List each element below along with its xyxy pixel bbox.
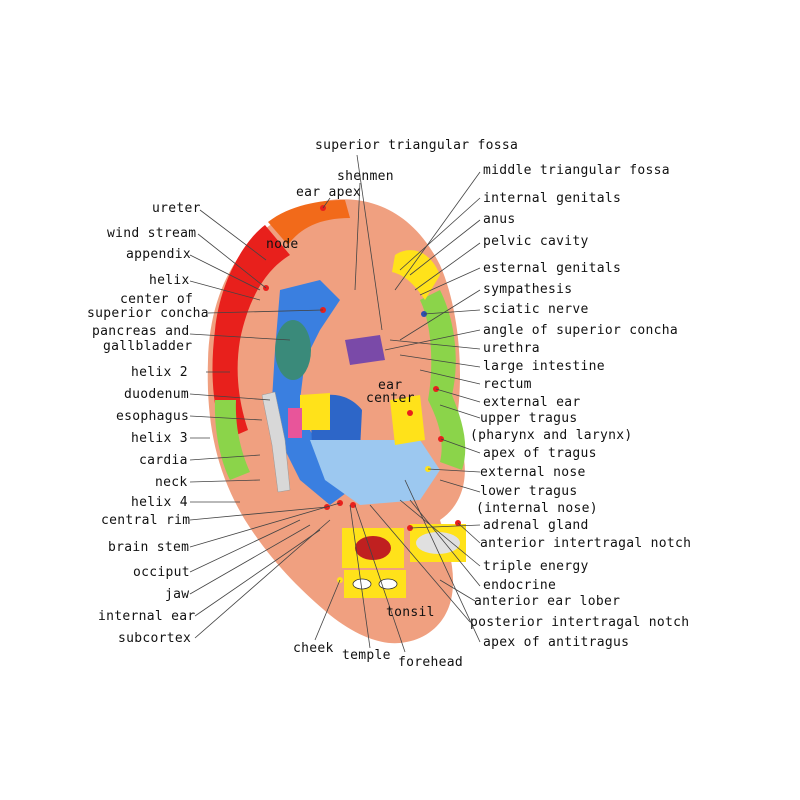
eye-left bbox=[353, 579, 371, 589]
label-duodenum: duodenum bbox=[124, 387, 189, 402]
label-shenmen: shenmen bbox=[337, 169, 394, 184]
label-external-ear: external ear bbox=[483, 395, 581, 410]
label-cardia: cardia bbox=[139, 453, 188, 468]
label-lower-tragus-2: (internal nose) bbox=[476, 501, 598, 516]
label-ear-center-2: center bbox=[366, 391, 415, 406]
label-anterior-intertragal-notch: anterior intertragal notch bbox=[480, 536, 691, 551]
label-rectum: rectum bbox=[483, 377, 532, 392]
label-jaw: jaw bbox=[165, 587, 189, 602]
label-upper-tragus-2: (pharynx and larynx) bbox=[470, 428, 633, 443]
label-subcortex: subcortex bbox=[118, 631, 191, 646]
label-pelvic-cavity: pelvic cavity bbox=[483, 234, 589, 249]
label-posterior-intertragal-notch: posterior intertragal notch bbox=[470, 615, 689, 630]
label-lower-tragus-1: lower tragus bbox=[480, 484, 578, 499]
mouth-shape bbox=[355, 536, 391, 560]
label-ear-apex: ear apex bbox=[296, 185, 361, 200]
pink-block bbox=[288, 408, 302, 438]
label-helix-3: helix 3 bbox=[131, 431, 188, 446]
label-node: node bbox=[266, 237, 299, 252]
label-apex-of-antitragus: apex of antitragus bbox=[483, 635, 629, 650]
label-anus: anus bbox=[483, 212, 516, 227]
label-superior-concha-2: superior concha bbox=[87, 306, 209, 321]
label-adrenal-gland: adrenal gland bbox=[483, 518, 589, 533]
label-appendix: appendix bbox=[126, 247, 191, 262]
label-neck: neck bbox=[155, 475, 188, 490]
label-urethra: urethra bbox=[483, 341, 540, 356]
label-gallbladder-2: gallbladder bbox=[103, 339, 192, 354]
label-esophagus: esophagus bbox=[116, 409, 189, 424]
label-anterior-ear-lober: anterior ear lober bbox=[474, 594, 620, 609]
label-tonsil: tonsil bbox=[386, 605, 435, 620]
label-endocrine: endocrine bbox=[483, 578, 556, 593]
label-large-intestine: large intestine bbox=[483, 359, 605, 374]
label-temple: temple bbox=[342, 648, 391, 663]
label-center-of-1: center of bbox=[120, 292, 193, 307]
label-middle-triangular-fossa: middle triangular fossa bbox=[483, 163, 670, 178]
label-forehead: forehead bbox=[398, 655, 463, 670]
liver-blob bbox=[275, 320, 311, 380]
label-superior-triangular-fossa: superior triangular fossa bbox=[315, 138, 518, 153]
label-ureter: ureter bbox=[152, 201, 201, 216]
label-internal-genitals: internal genitals bbox=[483, 191, 621, 206]
yellow-inner bbox=[300, 393, 330, 430]
label-triple-energy: triple energy bbox=[483, 559, 589, 574]
label-sciatic-nerve: sciatic nerve bbox=[483, 302, 589, 317]
label-brain-stem: brain stem bbox=[108, 540, 189, 555]
label-external-nose: external nose bbox=[480, 465, 586, 480]
label-wind-stream: wind stream bbox=[107, 226, 196, 241]
label-helix-4: helix 4 bbox=[131, 495, 188, 510]
label-occiput: occiput bbox=[133, 565, 190, 580]
label-helix: helix bbox=[149, 273, 190, 288]
label-helix-2: helix 2 bbox=[131, 365, 188, 380]
label-angle-superior-concha: angle of superior concha bbox=[483, 323, 678, 338]
purple-block bbox=[345, 335, 385, 365]
label-central-rim: central rim bbox=[101, 513, 190, 528]
label-cheek: cheek bbox=[293, 641, 334, 656]
label-external-genitals: esternal genitals bbox=[483, 261, 621, 276]
label-sympathesis: sympathesis bbox=[483, 282, 572, 297]
label-upper-tragus-1: upper tragus bbox=[480, 411, 578, 426]
label-pancreas-1: pancreas and bbox=[92, 324, 190, 339]
label-internal-ear: internal ear bbox=[98, 609, 196, 624]
label-apex-of-tragus: apex of tragus bbox=[483, 446, 597, 461]
